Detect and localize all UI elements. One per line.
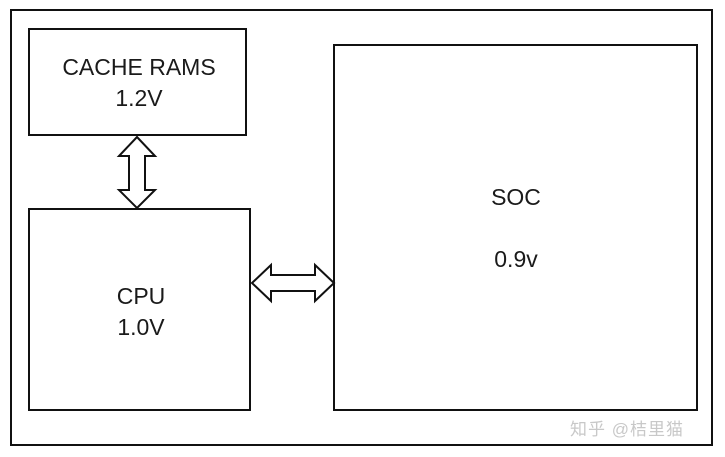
soc-block bbox=[333, 44, 698, 411]
watermark: 知乎 @桔里猫 bbox=[570, 420, 684, 439]
cache-rams-label: CACHE RAMS bbox=[62, 54, 216, 80]
cpu-voltage: 1.0V bbox=[117, 314, 165, 340]
cpu-block bbox=[28, 208, 251, 411]
outer-frame bbox=[10, 9, 713, 446]
cache-rams-block bbox=[28, 28, 247, 136]
soc-voltage: 0.9v bbox=[494, 246, 538, 272]
cpu-label: CPU bbox=[116, 283, 166, 309]
soc-label: SOC bbox=[491, 184, 541, 210]
cache-rams-voltage: 1.2V bbox=[115, 85, 163, 111]
